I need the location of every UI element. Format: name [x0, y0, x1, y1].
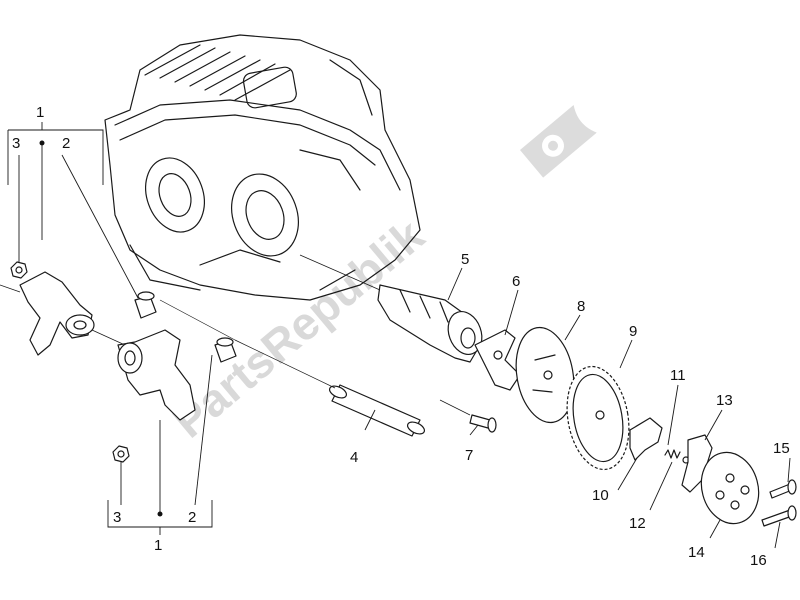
- group-bracket-bottom: [107, 420, 213, 535]
- callout-8: 8: [577, 298, 585, 315]
- callout-15: 15: [773, 440, 790, 457]
- cam-disc: [515, 314, 581, 424]
- decompressor-weight: [617, 417, 663, 491]
- cylinder-head: [104, 34, 421, 301]
- callout-12: 12: [629, 515, 646, 532]
- callout-13: 13: [716, 392, 733, 409]
- callout-1-top: 1: [36, 104, 44, 121]
- callout-2-top: 2: [62, 135, 70, 152]
- short-bolt: [769, 457, 797, 499]
- sprocket-cover: [700, 451, 760, 539]
- callout-9: 9: [629, 323, 637, 340]
- callout-5: 5: [461, 251, 469, 268]
- rocker-arm-lower: [117, 299, 236, 421]
- rocker-shaft: [234, 339, 426, 437]
- camshaft: [299, 254, 483, 363]
- adjuster-screw-lower: [194, 337, 237, 506]
- callout-3-top: 3: [12, 135, 20, 152]
- callout-14: 14: [688, 544, 705, 561]
- camshaft-sprocket: [566, 339, 633, 471]
- plate-screw: [439, 399, 497, 436]
- rocker-arm-upper: [0, 271, 126, 356]
- callout-2-bottom: 2: [188, 509, 196, 526]
- return-spring: [649, 384, 690, 511]
- group-bracket-top: [7, 122, 104, 240]
- weight-arm: [681, 409, 723, 493]
- gear-flag-icon: [520, 105, 597, 178]
- callout-1-bottom: 1: [154, 537, 162, 554]
- nut-top: [10, 155, 28, 279]
- long-bolt: [761, 505, 797, 549]
- adjuster-screw-upper: [61, 154, 157, 319]
- callout-16: 16: [750, 552, 767, 569]
- callout-11: 11: [670, 367, 686, 384]
- callout-3-bottom: 3: [113, 509, 121, 526]
- callout-7: 7: [465, 447, 473, 464]
- callout-6: 6: [512, 273, 520, 290]
- nut-bottom: [112, 445, 130, 505]
- callout-4: 4: [350, 449, 358, 466]
- callout-10: 10: [592, 487, 609, 504]
